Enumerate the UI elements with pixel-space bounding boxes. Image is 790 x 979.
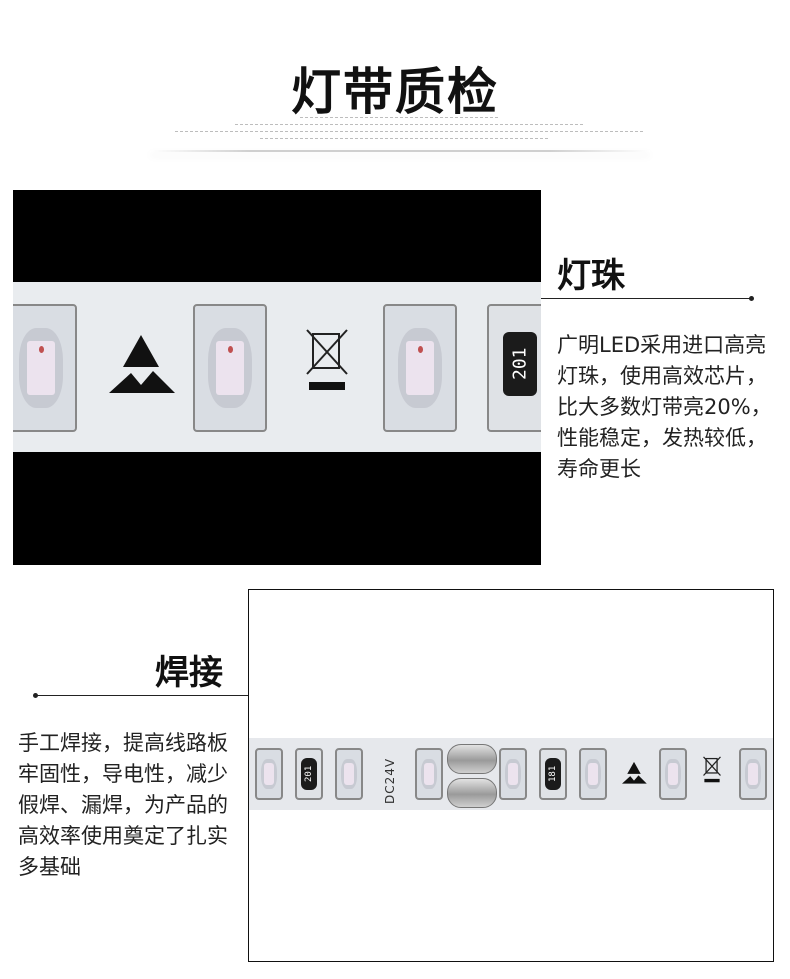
led-heading: 灯珠: [557, 256, 625, 296]
led-chip: [193, 304, 267, 432]
led-heading-rule: [541, 298, 751, 299]
weee-bin-icon: [306, 329, 348, 390]
solder-joint-photo: 201 DC24V 181: [248, 589, 774, 962]
decorative-fine-print: [175, 131, 645, 132]
led-description: 广明LED采用进口高亮灯珠，使用高效芯片，比大多数灯带亮20%，性能稳定，发热较…: [557, 333, 772, 481]
led-strip: 201 DC24V 181: [249, 738, 773, 810]
resistor-label-b: 181: [545, 758, 561, 790]
solder-joint: [447, 778, 497, 808]
esd-warning-icon: [109, 335, 175, 393]
weld-description: 手工焊接，提高线路板牢固性，导电性，减少假焊、漏焊，为产品的高效率使用奠定了扎实…: [18, 731, 228, 879]
page-title: 灯带质检: [291, 63, 499, 121]
esd-warning-icon: [622, 761, 647, 784]
led-chip: [13, 304, 77, 432]
decorative-fine-print: [260, 138, 550, 139]
decorative-fine-print: [235, 124, 585, 125]
weld-heading-rule: [35, 695, 248, 696]
led-strip: 201: [13, 282, 541, 452]
resistor-label-a: 201: [301, 758, 317, 790]
led-chip: [499, 748, 527, 800]
led-chip: [255, 748, 283, 800]
led-heading-rule-dot: [749, 296, 754, 301]
led-chip: [579, 748, 607, 800]
led-chip: [335, 748, 363, 800]
weld-heading: 焊接: [155, 653, 223, 693]
led-chip: [415, 748, 443, 800]
led-strip-closeup-photo: 201: [13, 190, 541, 565]
header-divider: [150, 150, 650, 152]
solder-joint: [447, 744, 497, 774]
led-chip: [383, 304, 457, 432]
led-chip: [739, 748, 767, 800]
resistor-label: 201: [503, 332, 537, 396]
voltage-label: DC24V: [383, 757, 397, 804]
decorative-fine-print: [300, 117, 500, 118]
led-chip: [659, 748, 687, 800]
weee-bin-icon: [703, 756, 721, 783]
